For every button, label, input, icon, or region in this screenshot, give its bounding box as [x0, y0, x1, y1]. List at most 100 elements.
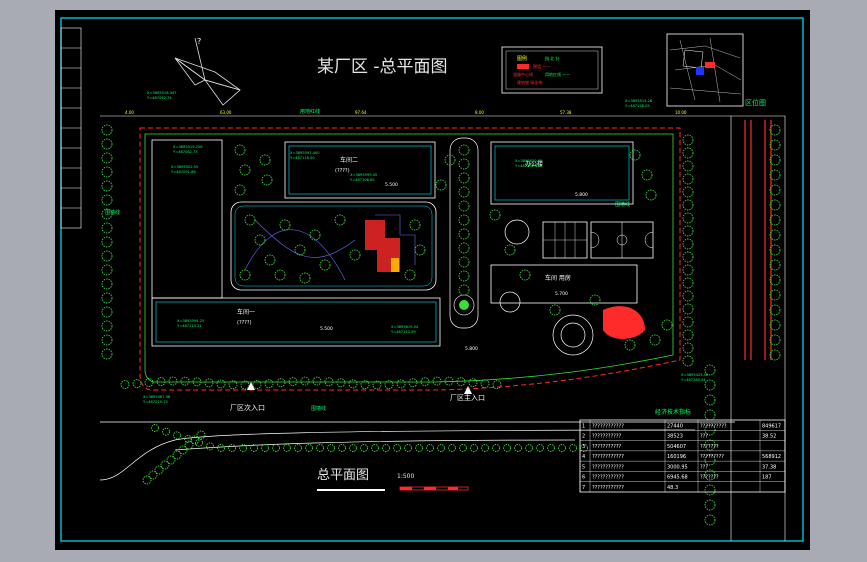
tree-icon: [184, 435, 192, 443]
tree-icon: [704, 454, 716, 466]
tree-icon: [704, 484, 716, 496]
tree-icon: [101, 278, 113, 290]
table-cell: 1: [582, 423, 585, 429]
tree-icon: [264, 379, 274, 389]
tree-icon: [435, 179, 447, 191]
garden-paths: [244, 214, 416, 281]
tree-icon: [371, 444, 379, 452]
tree-icon: [682, 147, 694, 159]
tree-icon: [458, 214, 470, 226]
building-office: [490, 141, 634, 205]
tree-icon: [769, 199, 781, 211]
table-cell: ???: [700, 434, 708, 440]
table-cell: ????????????: [592, 464, 624, 470]
tree-icon: [769, 184, 781, 196]
svg-text:图例: 图例: [517, 55, 527, 62]
tree-icon: [409, 219, 421, 231]
svg-text:X=3895425.58: X=3895425.58: [681, 373, 709, 377]
tree-icon: [458, 172, 470, 184]
table-cell: 27440: [667, 423, 683, 429]
building-outlines: [151, 139, 638, 347]
tree-icon: [480, 379, 490, 389]
tree-icon: [154, 465, 164, 475]
bottom-title: 总平面图: [317, 468, 369, 483]
svg-text:X=3895519.256: X=3895519.256: [173, 145, 203, 149]
tree-icon: [408, 378, 418, 388]
tree-icon: [536, 444, 544, 452]
tree-icon: [682, 134, 694, 146]
svg-text:5.800: 5.800: [465, 346, 478, 352]
svg-text:Y=487106.65: Y=487106.65: [350, 178, 375, 182]
tree-icon: [156, 377, 166, 386]
tree-icon: [769, 139, 781, 151]
tree-icon: [264, 254, 276, 266]
tree-icon: [172, 450, 182, 460]
tree-icon: [300, 376, 310, 386]
tree-icon: [769, 244, 781, 256]
wall-line: [144, 133, 674, 383]
tree-icon: [769, 349, 781, 361]
tree-icon: [769, 319, 781, 331]
table-cell: ????????????: [592, 423, 624, 429]
tree-icon: [393, 444, 401, 452]
tree-icon: [327, 444, 335, 452]
tree-icon: [384, 380, 394, 390]
tree-icon: [458, 242, 470, 254]
tree-icon: [682, 316, 694, 328]
tree-icon: [148, 470, 158, 480]
svg-text:X=3895514.26: X=3895514.26: [625, 99, 653, 103]
tree-icon: [338, 444, 346, 452]
building-name-workshop-2: 车间二: [340, 156, 358, 164]
red-line-label: 用地红线: [300, 108, 320, 115]
tree-icon: [519, 269, 531, 281]
tree-icon: [569, 444, 577, 452]
outer-frame: [60, 17, 804, 542]
tree-icon: [682, 303, 694, 315]
building-workshop-1: [151, 297, 441, 347]
table-title: 经济技术指标: [655, 408, 691, 416]
svg-text:97.64: 97.64: [355, 110, 367, 115]
tree-icon: [704, 379, 716, 391]
tree-icon: [682, 290, 694, 302]
svg-text:指 北 针: 指 北 针: [545, 55, 560, 61]
tree-icon: [682, 199, 694, 211]
tree-icon: [682, 264, 694, 276]
tree-icon: [101, 306, 113, 318]
tree-icon: [228, 380, 238, 390]
tree-icon: [101, 124, 113, 136]
economic-indicator-table: 经济技术指标 1????????????27440??????????84961…: [579, 408, 786, 493]
tree-icon: [558, 444, 566, 452]
tree-icon: [299, 272, 311, 284]
tree-icon: [101, 264, 113, 276]
entrance-arrows: [247, 382, 472, 394]
tree-icon: [414, 244, 426, 256]
tree-icon: [629, 149, 641, 161]
svg-text:Y=487260.94: Y=487260.94: [681, 378, 706, 382]
tree-icon: [458, 256, 470, 268]
tree-icon: [682, 238, 694, 250]
svg-text:X=3895619.54: X=3895619.54: [391, 325, 419, 329]
svg-text:Y=487082.75: Y=487082.75: [173, 150, 198, 154]
tree-icon: [142, 475, 152, 485]
tree-icon: [349, 444, 357, 452]
table-cell: ???: [700, 464, 708, 470]
table-cell: ???????????: [592, 434, 622, 440]
tree-icon: [458, 144, 470, 156]
tree-icon: [144, 378, 154, 387]
tree-icon: [288, 377, 298, 387]
table-cell: ???????????: [592, 444, 622, 450]
tree-icon: [101, 208, 113, 220]
tree-icon: [228, 444, 236, 452]
tree-icon: [404, 269, 416, 281]
table-cell: 160196: [667, 454, 686, 460]
tree-icon: [769, 229, 781, 241]
location-map-label: 区位图: [745, 98, 766, 107]
tree-icon: [101, 222, 113, 234]
building-inner-lines: [155, 145, 630, 343]
svg-text:Y=487143.99: Y=487143.99: [391, 330, 416, 334]
table-cell: 3: [582, 444, 585, 450]
tree-icon: [162, 427, 170, 436]
tree-icon: [101, 138, 113, 150]
tree-icon: [624, 339, 636, 351]
